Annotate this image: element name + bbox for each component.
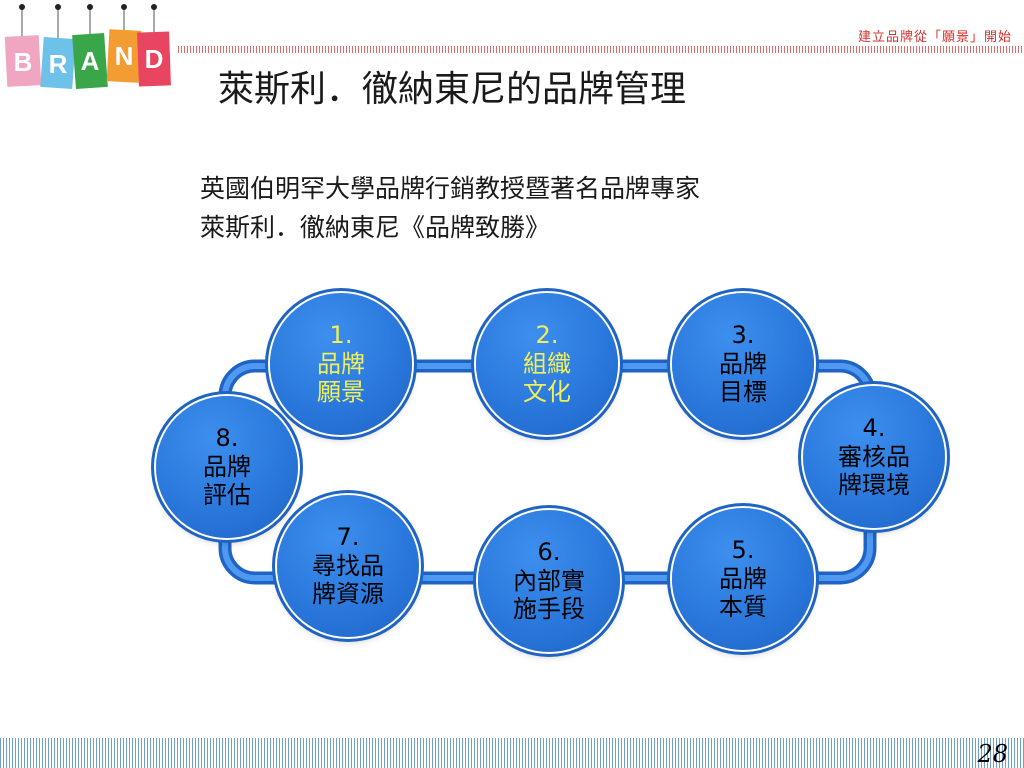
node-5-number: 5. <box>731 535 755 564</box>
subtitle-line-1: 英國伯明罕大學品牌行銷教授暨著名品牌專家 <box>200 174 701 203</box>
subtitle: 英國伯明罕大學品牌行銷教授暨著名品牌專家 萊斯利．徹納東尼《品牌致勝》 <box>200 170 700 248</box>
node-2-number: 2. <box>535 320 559 349</box>
brand-logo: B R A N D <box>4 4 171 90</box>
node-4-number: 4. <box>862 413 886 442</box>
logo-letter-a: A <box>81 46 100 76</box>
cycle-node-5: 5. 品牌 本質 <box>672 508 814 650</box>
node-6-number: 6. <box>537 537 561 566</box>
cycle-node-8: 8. 品牌 評估 <box>156 396 298 538</box>
node-3-number: 3. <box>731 320 755 349</box>
cycle-node-6: 6. 內部實 施手段 <box>478 510 620 652</box>
node-4-label-1: 審核品 <box>838 442 910 471</box>
node-7-label-2: 牌資源 <box>312 580 384 609</box>
node-2-label-1: 組織 <box>523 349 571 378</box>
logo-letter-b: B <box>14 47 33 77</box>
subtitle-line-2: 萊斯利．徹納東尼《品牌致勝》 <box>200 212 551 242</box>
node-5-label-2: 本質 <box>719 593 767 622</box>
node-2-label-2: 文化 <box>523 378 571 407</box>
node-3-label-2: 目標 <box>719 378 767 407</box>
node-8-label-1: 品牌 <box>203 452 251 481</box>
node-7-label-1: 尋找品 <box>312 551 384 580</box>
node-4-label-2: 牌環境 <box>838 471 910 500</box>
cycle-node-7: 7. 尋找品 牌資源 <box>277 495 419 637</box>
cycle-node-1: 1. 品牌 願景 <box>270 293 412 435</box>
node-3-label-1: 品牌 <box>719 349 767 378</box>
node-1-number: 1. <box>329 320 353 349</box>
logo-letter-n: N <box>115 41 134 71</box>
page-title: 萊斯利．徹納東尼的品牌管理 <box>218 69 687 110</box>
header-tagline: 建立品牌從「願景」開始 <box>857 30 1012 45</box>
node-8-label-2: 評估 <box>203 481 251 510</box>
logo-letter-d: D <box>145 44 164 74</box>
logo-letter-r: R <box>49 49 68 79</box>
node-8-number: 8. <box>215 423 239 452</box>
node-1-label-2: 願景 <box>317 378 365 407</box>
footer-stripe <box>0 738 1024 768</box>
header-stripe <box>178 46 1024 53</box>
page-number: 28 <box>977 740 1008 768</box>
node-5-label-1: 品牌 <box>719 564 767 593</box>
cycle-node-3: 3. 品牌 目標 <box>672 293 814 435</box>
node-6-label-1: 內部實 <box>513 566 585 595</box>
cycle-node-2: 2. 組織 文化 <box>476 293 618 435</box>
node-6-label-2: 施手段 <box>513 595 585 624</box>
node-1-label-1: 品牌 <box>317 349 365 378</box>
node-7-number: 7. <box>336 522 360 551</box>
cycle-node-4: 4. 審核品 牌環境 <box>803 386 945 528</box>
